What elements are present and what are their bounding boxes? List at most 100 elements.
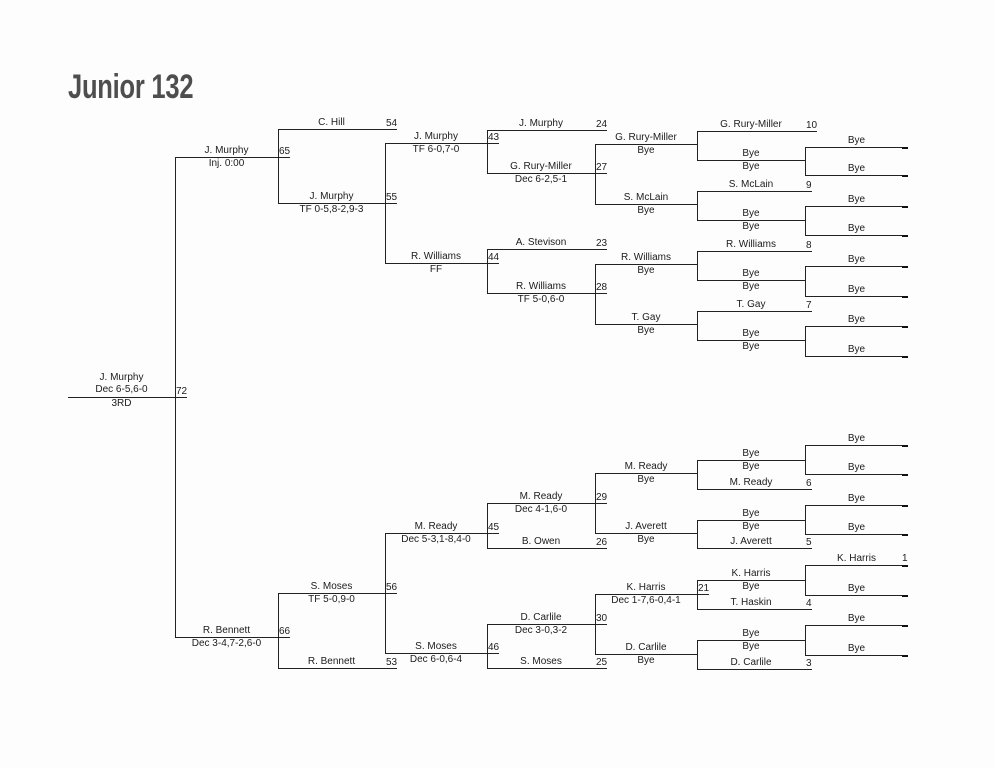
competitor-name: G. Rury-Miller: [510, 161, 572, 172]
bout-number: 4: [805, 598, 812, 610]
competitor-name: S. McLain: [623, 192, 669, 203]
competitor-name: Bye: [847, 462, 866, 473]
match-result: TF 6-0,7-0: [412, 144, 460, 155]
bracket-line: [805, 235, 908, 236]
competitor-name: T. Gay: [631, 312, 661, 323]
bracket-line: [697, 460, 805, 461]
competitor-name: T. Gay: [736, 299, 766, 310]
match-result: TF 5-0,9-0: [308, 594, 355, 605]
bracket-connector: [595, 473, 596, 534]
competitor-name: Bye: [847, 163, 866, 174]
bracket-connector: [805, 147, 806, 176]
competitor-name: S. Moses: [415, 641, 457, 652]
bout-number: 29: [595, 492, 608, 504]
competitor-name: Bye: [742, 628, 760, 639]
bracket-line: [595, 473, 697, 474]
match-result: Bye: [637, 534, 655, 545]
bout-number: 25: [595, 657, 608, 669]
bracket-line: [805, 326, 908, 327]
match-result: Bye: [742, 161, 760, 172]
competitor-name: R. Williams: [411, 251, 461, 262]
competitor-name: J. Murphy: [414, 131, 458, 142]
bout-number: 7: [805, 300, 812, 312]
bout-number: 55: [385, 192, 398, 204]
competitor-name: J. Murphy: [99, 372, 144, 383]
bracket-line: [697, 280, 805, 281]
bracket-line: [697, 131, 805, 132]
competitor-name: R. Bennett: [307, 656, 356, 667]
competitor-name: D. Carlile: [625, 642, 667, 653]
competitor-name: K. Harris: [837, 553, 876, 564]
bout-number: 10: [805, 120, 818, 132]
competitor-name: Bye: [847, 433, 866, 444]
line-end-mark: [902, 473, 908, 476]
bracket-line: [278, 593, 385, 594]
bout-number: 30: [595, 613, 608, 625]
competitor-name: Bye: [847, 493, 866, 504]
bracket-connector: [385, 143, 386, 264]
line-end-mark: [902, 624, 908, 627]
bracket-connector: [805, 565, 806, 596]
match-result: Bye: [637, 265, 655, 276]
competitor-name: Bye: [847, 613, 866, 624]
competitor-name: Bye: [847, 344, 866, 355]
bout-number: 28: [595, 282, 608, 294]
bout-number: 24: [595, 119, 608, 131]
bracket-connector: [487, 249, 488, 294]
bout-number: 56: [385, 582, 398, 594]
bracket-line: [487, 624, 595, 625]
competitor-name: D. Carlile: [520, 612, 562, 623]
competitor-name: Bye: [847, 254, 866, 265]
bracket-line: [805, 565, 908, 566]
bracket-line: [175, 637, 278, 638]
competitor-name: J. Averett: [730, 536, 772, 547]
bout-number: 9: [805, 180, 812, 192]
competitor-name: R. Williams: [621, 252, 671, 263]
competitor-name: B. Owen: [521, 536, 561, 547]
bracket-connector: [175, 157, 176, 638]
bout-number: 8: [805, 240, 812, 252]
bracket-line: [805, 445, 908, 446]
match-result: Dec 3-0,3-2: [514, 625, 568, 636]
competitor-name: M. Ready: [624, 461, 668, 472]
match-result: Inj. 0:00: [208, 158, 245, 169]
match-result: Bye: [742, 461, 760, 472]
competitor-name: G. Rury-Miller: [615, 132, 677, 143]
competitor-name: Bye: [847, 522, 866, 533]
bracket-line: [595, 204, 697, 205]
bout-number: 46: [487, 642, 500, 654]
competitor-name: Bye: [847, 135, 866, 146]
bout-number: 43: [487, 132, 500, 144]
line-end-mark: [902, 146, 908, 149]
bracket-connector: [278, 129, 279, 204]
bout-number: 21: [697, 583, 710, 595]
match-result: Bye: [742, 581, 760, 592]
bout-number: 5: [805, 537, 812, 549]
line-end-mark: [902, 355, 908, 358]
bracket-line: [595, 324, 697, 325]
line-end-mark: [902, 594, 908, 597]
bracket-line: [697, 489, 805, 490]
competitor-name: Bye: [847, 643, 866, 654]
bracket-line: [697, 609, 805, 610]
competitor-name: D. Carlile: [730, 657, 772, 668]
competitor-name: Bye: [742, 208, 760, 219]
competitor-name: K. Harris: [731, 568, 771, 579]
bracket-line: [805, 474, 908, 475]
match-result: Bye: [637, 474, 655, 485]
line-end-mark: [902, 654, 908, 657]
competitor-name: Bye: [847, 314, 866, 325]
placement-label: 3RD: [111, 398, 132, 409]
bracket-connector: [697, 191, 698, 221]
bout-number: 6: [805, 478, 812, 490]
bracket-line: [595, 533, 697, 534]
competitor-name: S. Moses: [520, 656, 562, 667]
bracket-connector: [805, 505, 806, 535]
bracket-line: [385, 263, 487, 264]
competitor-name: M. Ready: [729, 477, 773, 488]
bout-number: 26: [595, 537, 608, 549]
bracket-line: [697, 191, 805, 192]
bracket-line: [595, 264, 697, 265]
match-result: Dec 6-0,6-4: [409, 654, 463, 665]
